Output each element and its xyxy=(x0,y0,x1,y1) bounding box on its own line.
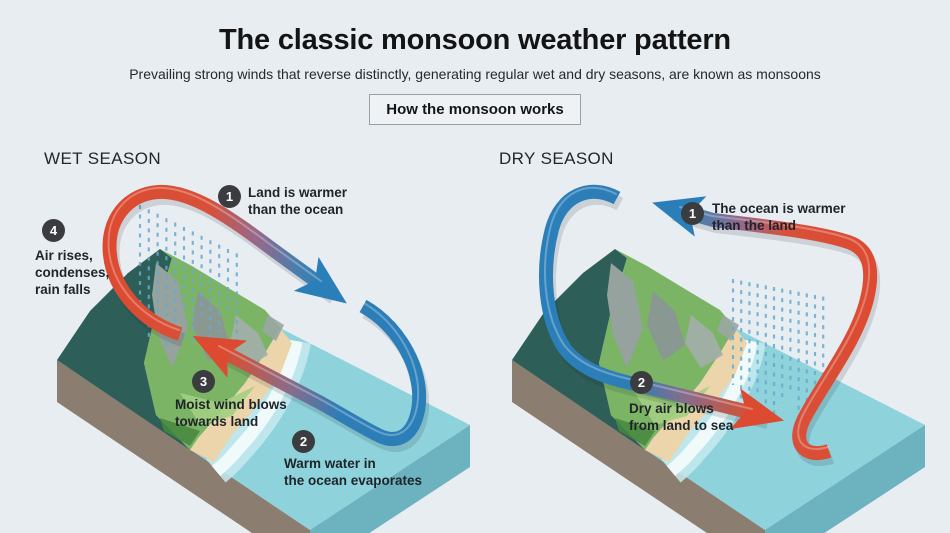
dry-season-illustration xyxy=(495,184,925,533)
surf-line xyxy=(211,339,303,476)
rock-crag xyxy=(152,263,188,368)
wet-step-3-label: Moist wind blows towards land xyxy=(175,397,287,429)
wet-step-4-badge: 4 xyxy=(42,219,65,242)
light-green-patch xyxy=(180,386,255,425)
wet-step-1-label: Land is warmer than the ocean xyxy=(248,185,348,217)
wet-step-3-badge: 3 xyxy=(192,370,215,393)
dark-green-patch xyxy=(160,418,200,446)
dry-circulation-arrows xyxy=(539,184,881,466)
island-terrain-block xyxy=(57,249,470,533)
wet-step-1-badge: 1 xyxy=(218,185,241,208)
wet-season-title: WET SEASON xyxy=(44,149,162,168)
page-title: The classic monsoon weather pattern xyxy=(219,24,731,56)
dry-step-1-label: The ocean is warmer than the land xyxy=(712,201,846,233)
dry-step-1-badge: 1 xyxy=(681,202,704,225)
rainfall-over-land xyxy=(138,205,238,351)
wet-season-illustration xyxy=(57,184,470,533)
wet-step-2-label: Warm water in the ocean evaporates xyxy=(284,456,423,488)
dry-air-toward-sea-arrow xyxy=(539,184,785,430)
wet-circulation-arrows xyxy=(102,184,430,452)
dry-step-2-label: Dry air blows from land to sea xyxy=(629,401,734,433)
ocean-side-face xyxy=(310,425,470,533)
moist-wind-toward-land-arrow xyxy=(192,299,427,446)
wet-step-4-label: Air rises, condenses, rain falls xyxy=(35,248,110,297)
dry-step-2-badge: 2 xyxy=(630,371,653,394)
page-subtitle: Prevailing strong winds that reverse dis… xyxy=(129,66,821,82)
warm-air-rises-over-ocean-arrow xyxy=(652,196,878,460)
how-the-monsoon-works-button[interactable]: How the monsoon works xyxy=(369,94,581,125)
coast-rocks xyxy=(262,315,284,341)
header: The classic monsoon weather pattern Prev… xyxy=(0,24,950,125)
dry-season-title: DRY SEASON xyxy=(499,149,614,168)
wet-step-2-badge: 2 xyxy=(292,430,315,453)
soil-side-face xyxy=(57,360,310,533)
warm-air-rises-arrow xyxy=(102,184,347,341)
